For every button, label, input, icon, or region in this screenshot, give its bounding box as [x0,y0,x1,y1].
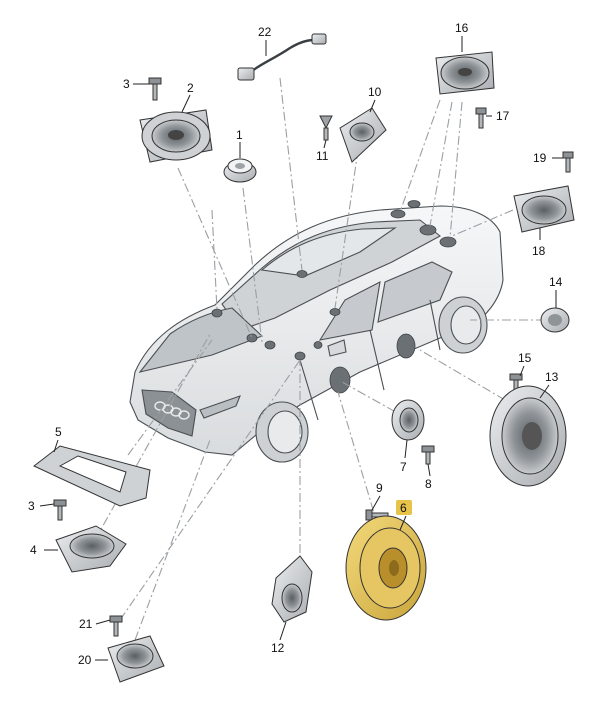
label-6-badge [396,500,412,515]
part-18-speaker [513,185,575,233]
part-19-screw [562,151,574,173]
label-10: 10 [368,85,382,99]
part-12-bracket [271,555,313,623]
label-4: 4 [30,543,37,557]
label-9: 9 [376,481,383,495]
part-14-tweeter [540,307,570,333]
part-1-tweeter [223,158,257,183]
label-12: 12 [271,641,285,655]
label-17: 17 [496,109,510,123]
front-wheel [255,401,309,463]
label-3-bottom: 3 [28,499,35,513]
callout-labels: 1 2 3 4 5 6 7 8 9 10 11 12 13 14 15 16 1… [28,21,563,667]
label-18: 18 [532,244,546,258]
part-17-screw [475,107,487,129]
label-16: 16 [455,21,469,35]
label-14: 14 [549,275,563,289]
part-3-screw-bottom [53,499,67,521]
label-6: 6 [400,501,407,515]
part-4-speaker [55,525,127,573]
label-8: 8 [425,477,432,491]
part-13-woofer [489,385,567,487]
callout-leaders [39,36,563,661]
part-22-cable [237,33,327,81]
label-11: 11 [316,149,329,163]
label-21: 21 [79,617,93,631]
label-20: 20 [78,653,92,667]
part-3-screw-top [148,77,162,101]
part-16-speaker [435,51,495,95]
rear-wheel [438,296,488,354]
part-5-frame [33,445,151,507]
label-15: 15 [518,351,532,365]
part-21-screw [109,615,123,637]
part-6-door-woofer [345,515,427,621]
label-19: 19 [533,151,547,165]
label-3-top: 3 [123,77,130,91]
part-7-tweeter [391,399,425,441]
part-2-speaker [139,109,213,163]
label-22: 22 [258,25,272,39]
label-1: 1 [236,128,243,142]
part-10-speaker [339,107,387,163]
part-11-clip [319,115,333,141]
label-5: 5 [55,425,62,439]
car-body [129,200,504,463]
label-13: 13 [545,370,559,384]
label-2: 2 [187,81,194,95]
label-7: 7 [400,460,407,474]
part-20-speaker [107,635,165,683]
part-8-screw [421,445,435,465]
